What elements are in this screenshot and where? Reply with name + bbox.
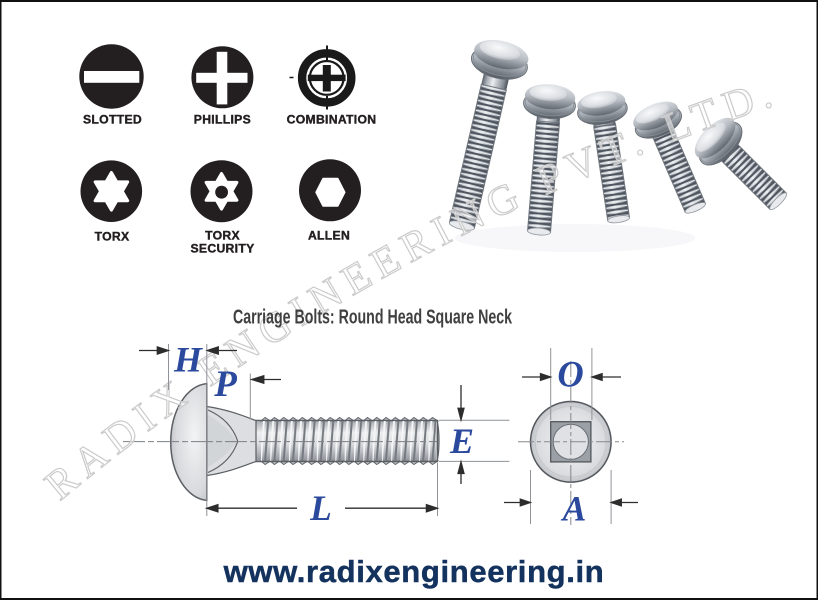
svg-text:www.radixengineering.in: www.radixengineering.in — [223, 554, 605, 589]
svg-text:H: H — [173, 340, 203, 380]
svg-text:A: A — [561, 489, 587, 529]
svg-text:Carriage Bolts: Round Head Squ: Carriage Bolts: Round Head Square Neck — [233, 305, 512, 328]
svg-text:L: L — [309, 488, 332, 528]
svg-text:TORX: TORX — [95, 230, 130, 244]
svg-text:PHILLIPS: PHILLIPS — [194, 113, 251, 127]
svg-text:SECURITY: SECURITY — [190, 242, 254, 256]
svg-text:TORX: TORX — [205, 229, 240, 243]
svg-text:SLOTTED: SLOTTED — [83, 113, 142, 127]
svg-text:O: O — [557, 354, 583, 395]
svg-text:E: E — [449, 421, 474, 461]
svg-text:ALLEN: ALLEN — [308, 229, 350, 243]
svg-text:COMBINATION: COMBINATION — [287, 113, 377, 127]
svg-text:P: P — [213, 364, 237, 405]
